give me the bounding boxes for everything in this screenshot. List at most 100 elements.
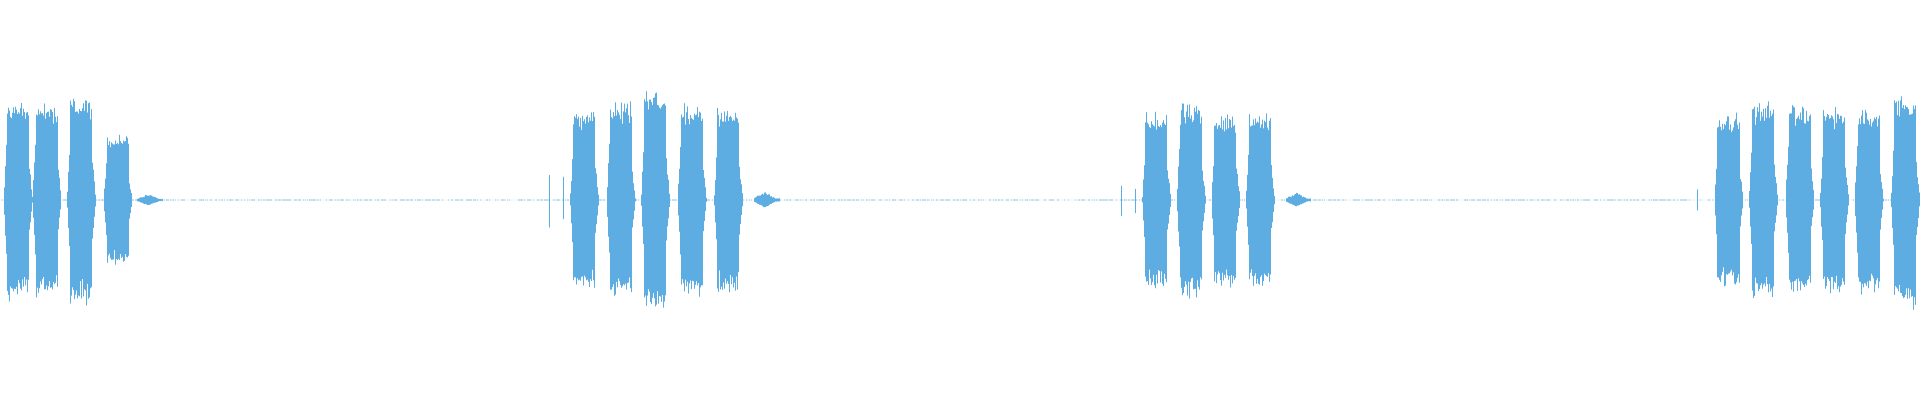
waveform-sample: [1733, 127, 1734, 273]
silence-sample: [1319, 199, 1320, 201]
silence-sample: [401, 199, 402, 201]
silence-sample: [545, 199, 546, 201]
waveform-sample: [1729, 129, 1730, 274]
waveform-sample: [1214, 125, 1215, 282]
silence-sample: [823, 199, 824, 201]
silence-sample: [1050, 199, 1051, 201]
silence-sample: [528, 199, 529, 201]
waveform-sample: [1158, 126, 1159, 270]
silence-sample: [1209, 199, 1210, 201]
silence-sample: [467, 199, 468, 201]
waveform-sample: [1196, 106, 1197, 298]
silence-sample: [999, 199, 1000, 201]
waveform-sample: [643, 152, 644, 244]
silence-sample: [1044, 199, 1045, 201]
waveform-sample: [8, 107, 9, 295]
waveform-sample: [27, 112, 28, 293]
waveform-sample: [1199, 110, 1200, 290]
waveform-sample: [765, 192, 766, 207]
silence-sample: [1537, 199, 1538, 201]
silence-sample: [310, 199, 311, 201]
silence-sample: [63, 199, 64, 201]
silence-sample: [1016, 199, 1017, 201]
waveform-sample: [715, 180, 716, 223]
waveform-sample: [29, 168, 30, 230]
silence-sample: [1649, 199, 1650, 201]
waveform-sample: [1177, 188, 1178, 212]
silence-sample: [1575, 199, 1576, 201]
waveform-sample: [653, 97, 654, 294]
waveform-sample: [1164, 123, 1165, 274]
silence-sample: [1577, 199, 1578, 201]
waveform-sample: [764, 192, 765, 208]
waveform-sample: [1735, 119, 1736, 285]
silence-sample: [1484, 199, 1485, 201]
silence-sample: [795, 199, 796, 201]
waveform-sample: [719, 126, 720, 271]
silence-sample: [1405, 199, 1406, 201]
waveform-sample: [1859, 118, 1860, 282]
silence-sample: [1488, 199, 1489, 201]
waveform-sample: [680, 146, 681, 255]
waveform-sample: [1217, 128, 1218, 275]
silence-sample: [1112, 199, 1113, 201]
waveform-sample: [611, 117, 612, 290]
waveform-sample: [1266, 113, 1267, 277]
waveform-sample: [1205, 195, 1206, 204]
silence-sample: [904, 199, 905, 201]
silence-sample: [331, 199, 332, 201]
silence-sample: [1607, 199, 1608, 201]
waveform-sample: [1144, 165, 1145, 237]
silence-sample: [288, 199, 289, 201]
silence-sample: [1513, 199, 1514, 201]
silence-sample: [1045, 199, 1046, 201]
waveform-sample: [757, 195, 758, 204]
waveform-sample: [1841, 116, 1842, 285]
waveform-sample: [1203, 180, 1204, 222]
silence-sample: [1007, 199, 1008, 201]
waveform-sample: [1183, 103, 1184, 294]
waveform-sample: [1247, 174, 1248, 227]
silence-sample: [1082, 199, 1083, 201]
silence-sample: [400, 199, 401, 201]
silence-sample: [1667, 199, 1668, 201]
waveform-sample: [85, 100, 86, 291]
silence-sample: [221, 199, 222, 201]
waveform-sample: [51, 109, 52, 288]
silence-sample: [1668, 199, 1669, 201]
silence-sample: [923, 199, 924, 201]
silence-sample: [964, 199, 965, 201]
waveform-sample: [629, 122, 630, 278]
waveform-sample: [14, 113, 15, 289]
silence-sample: [207, 199, 208, 201]
silence-sample: [1362, 199, 1363, 201]
waveform-sample: [657, 104, 658, 292]
waveform-sample: [647, 101, 648, 296]
waveform-sample: [693, 119, 694, 282]
silence-sample: [1452, 199, 1453, 201]
silence-sample: [784, 199, 785, 201]
silence-sample: [166, 199, 167, 201]
waveform-sample: [1846, 177, 1847, 223]
silence-sample: [224, 199, 225, 201]
silence-sample: [342, 199, 343, 201]
silence-sample: [1817, 199, 1818, 201]
silence-sample: [1429, 199, 1430, 201]
silence-sample: [802, 199, 803, 201]
silence-sample: [1511, 199, 1512, 201]
silence-sample: [1585, 199, 1586, 201]
waveform-sample: [1294, 194, 1295, 206]
waveform-sample: [648, 109, 649, 290]
waveform-sample: [1715, 184, 1716, 216]
waveform-sample: [1878, 118, 1879, 289]
waveform-sample: [1910, 114, 1911, 290]
silence-sample: [382, 199, 383, 201]
waveform-sample: [1810, 114, 1811, 283]
silence-sample: [378, 199, 379, 201]
silence-sample: [408, 199, 409, 201]
waveform-sample: [1179, 148, 1180, 247]
silence-sample: [965, 199, 966, 201]
waveform-sample: [1295, 194, 1296, 207]
silence-sample: [1171, 199, 1172, 201]
silence-sample: [468, 199, 469, 201]
